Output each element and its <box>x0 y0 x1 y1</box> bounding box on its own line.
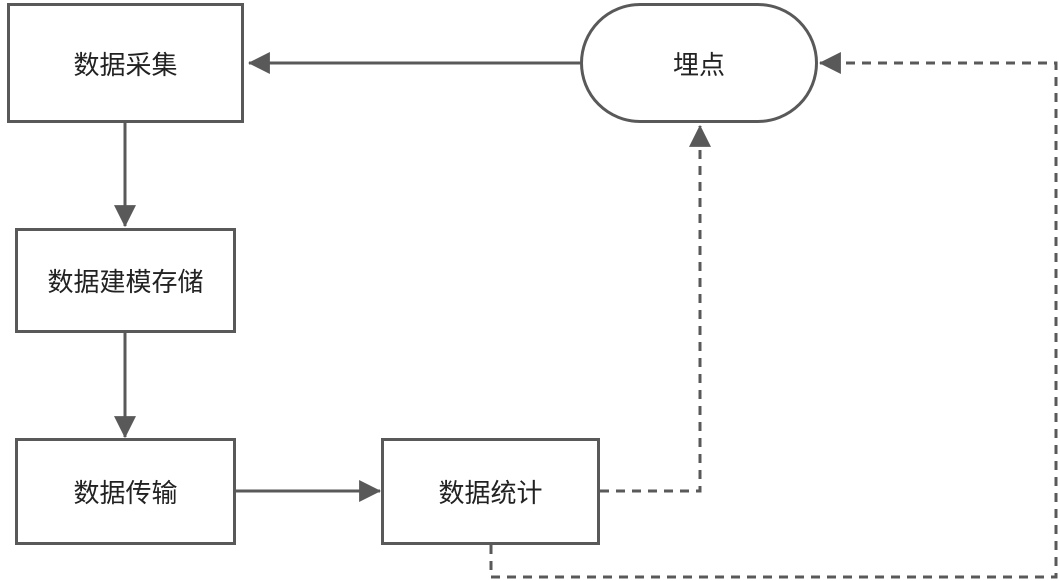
node-data-transmission: 数据传输 <box>15 438 236 545</box>
node-data-modeling-storage: 数据建模存储 <box>15 228 236 333</box>
node-data-statistics: 数据统计 <box>381 438 600 545</box>
node-data-modeling-storage-label: 数据建模存储 <box>47 268 204 298</box>
node-data-collection-label: 数据采集 <box>73 50 178 81</box>
edge-statistics-to-tracking-loop <box>489 52 1058 579</box>
node-tracking-point-label: 埋点 <box>672 50 725 81</box>
node-tracking-point: 埋点 <box>580 3 818 123</box>
edge-statistics-to-tracking-up <box>600 124 711 493</box>
node-data-transmission-label: 数据传输 <box>73 479 178 509</box>
node-data-statistics-label: 数据统计 <box>438 479 543 509</box>
node-data-collection: 数据采集 <box>7 3 244 123</box>
